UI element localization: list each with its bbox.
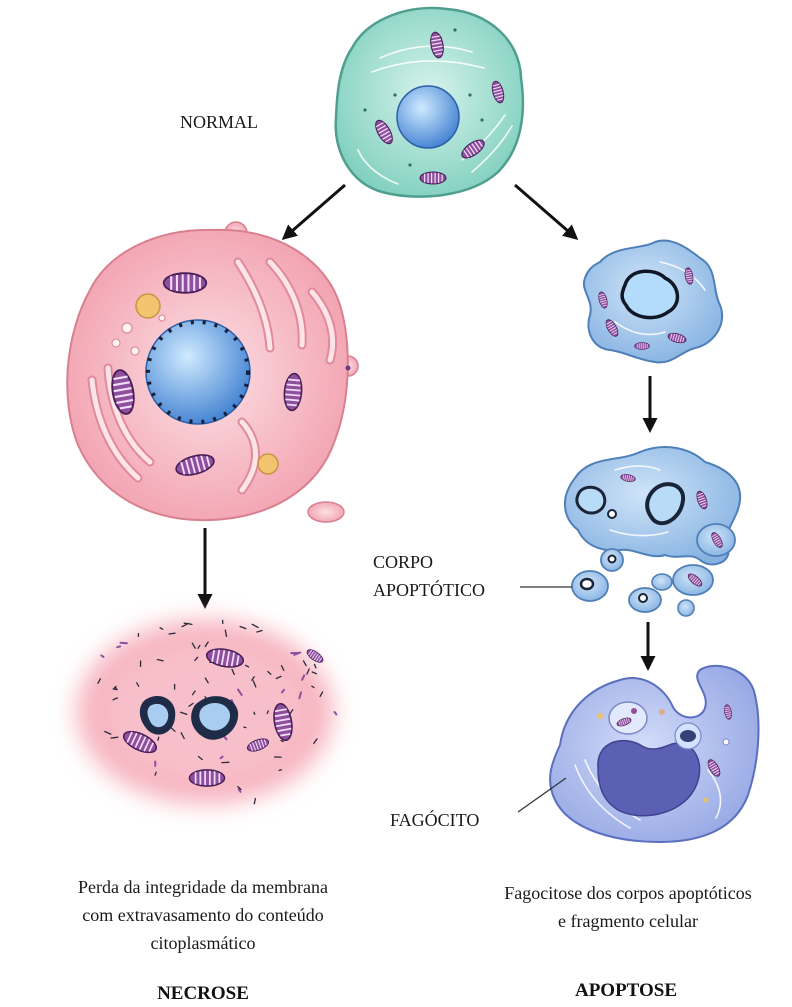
engulfed-fragment <box>631 708 637 714</box>
label-fagocito: FAGÓCITO <box>390 809 479 830</box>
vesicle <box>122 323 132 333</box>
necrose-caption-line: Perda da integridade da membrana <box>78 877 328 897</box>
apoptose-title: APOPTOSE <box>575 980 677 1001</box>
apoptotic-body <box>629 588 661 612</box>
apoptotic-body <box>652 574 672 590</box>
necrotic-cell-nucleus <box>146 320 250 424</box>
arrow-to-apoptosis <box>515 185 576 238</box>
engulfed-apoptotic-body <box>609 702 647 734</box>
ribosome <box>468 93 471 96</box>
apoptotic-body-nucleus <box>609 556 616 563</box>
bleb-granule <box>346 366 351 371</box>
apoptotic-body <box>697 524 735 556</box>
phagocyte-granule <box>723 739 729 745</box>
mitochondrion <box>635 343 650 350</box>
apoptotic-shrinking-cell <box>584 241 722 363</box>
ribosome <box>363 108 366 111</box>
necrotic-debris <box>77 620 336 804</box>
nuclear-fragment <box>577 487 605 513</box>
debris-speck <box>254 712 255 714</box>
vesicle <box>159 315 165 321</box>
membrane-bleb <box>308 502 344 522</box>
debris-speck <box>111 737 118 738</box>
arrow-to-necrosis <box>284 185 345 238</box>
apoptotic-body <box>601 549 623 571</box>
necrose-title: NECROSE <box>157 983 249 1004</box>
necrose-caption: Perda da integridade da membrana com ext… <box>78 877 328 953</box>
apoptose-caption-line: Fagocitose dos corpos apoptóticos <box>504 883 751 903</box>
apoptotic-body <box>678 600 694 616</box>
debris-speck <box>121 643 127 644</box>
debris-speck <box>117 646 120 647</box>
vesicle <box>131 347 139 355</box>
apoptotic-body-membrane <box>652 574 672 590</box>
ribosome <box>480 118 483 121</box>
apoptotic-blebbing-cell <box>565 447 740 616</box>
debris-speck <box>158 737 159 740</box>
phagocyte-granule <box>704 798 709 803</box>
phagocyte-granule <box>659 709 665 715</box>
apoptotic-body-membrane <box>678 600 694 616</box>
ribosome <box>408 163 411 166</box>
debris-speck <box>221 757 223 759</box>
engulfed-apoptotic-body <box>675 723 701 749</box>
vacuole <box>258 454 278 474</box>
vesicle <box>112 339 120 347</box>
engulfed-fragment <box>680 730 696 742</box>
vacuole <box>136 294 160 318</box>
mitochondrion-fragment <box>189 770 224 786</box>
ribosome <box>393 93 396 96</box>
ribosome <box>453 28 456 31</box>
apoptotic-body-nucleus <box>581 579 593 589</box>
mitochondrion <box>164 273 207 293</box>
mitochondrion <box>420 172 446 184</box>
label-normal: NORMAL <box>180 112 258 132</box>
debris-speck <box>101 655 103 657</box>
phagocyte-granule <box>597 713 603 719</box>
label-corpo-apoptotico-line2: APOPTÓTICO <box>373 579 485 600</box>
apoptotic-body <box>673 565 713 595</box>
necrose-caption-line: com extravasamento do conteúdo <box>82 905 323 925</box>
debris-speck <box>279 770 281 771</box>
nuclear-fragment-dot <box>608 510 616 518</box>
normal-cell-nucleus <box>397 86 459 148</box>
apoptose-caption-line: e fragmento celular <box>558 911 698 931</box>
debris-speck <box>335 712 337 714</box>
phagocyte <box>550 666 758 842</box>
debris-speck <box>189 624 192 625</box>
apoptose-caption: Fagocitose dos corpos apoptóticos e frag… <box>504 883 751 931</box>
label-corpo-apoptotico-line1: CORPO <box>373 552 433 572</box>
normal-cell <box>336 8 523 197</box>
debris-speck <box>244 727 246 728</box>
debris-speck <box>169 633 175 634</box>
necrotic-swollen-cell <box>67 222 358 522</box>
apoptotic-body-nucleus <box>639 594 647 602</box>
apoptotic-body <box>572 571 608 601</box>
necrose-caption-line: citoplasmático <box>151 933 256 953</box>
debris-speck <box>254 799 255 804</box>
